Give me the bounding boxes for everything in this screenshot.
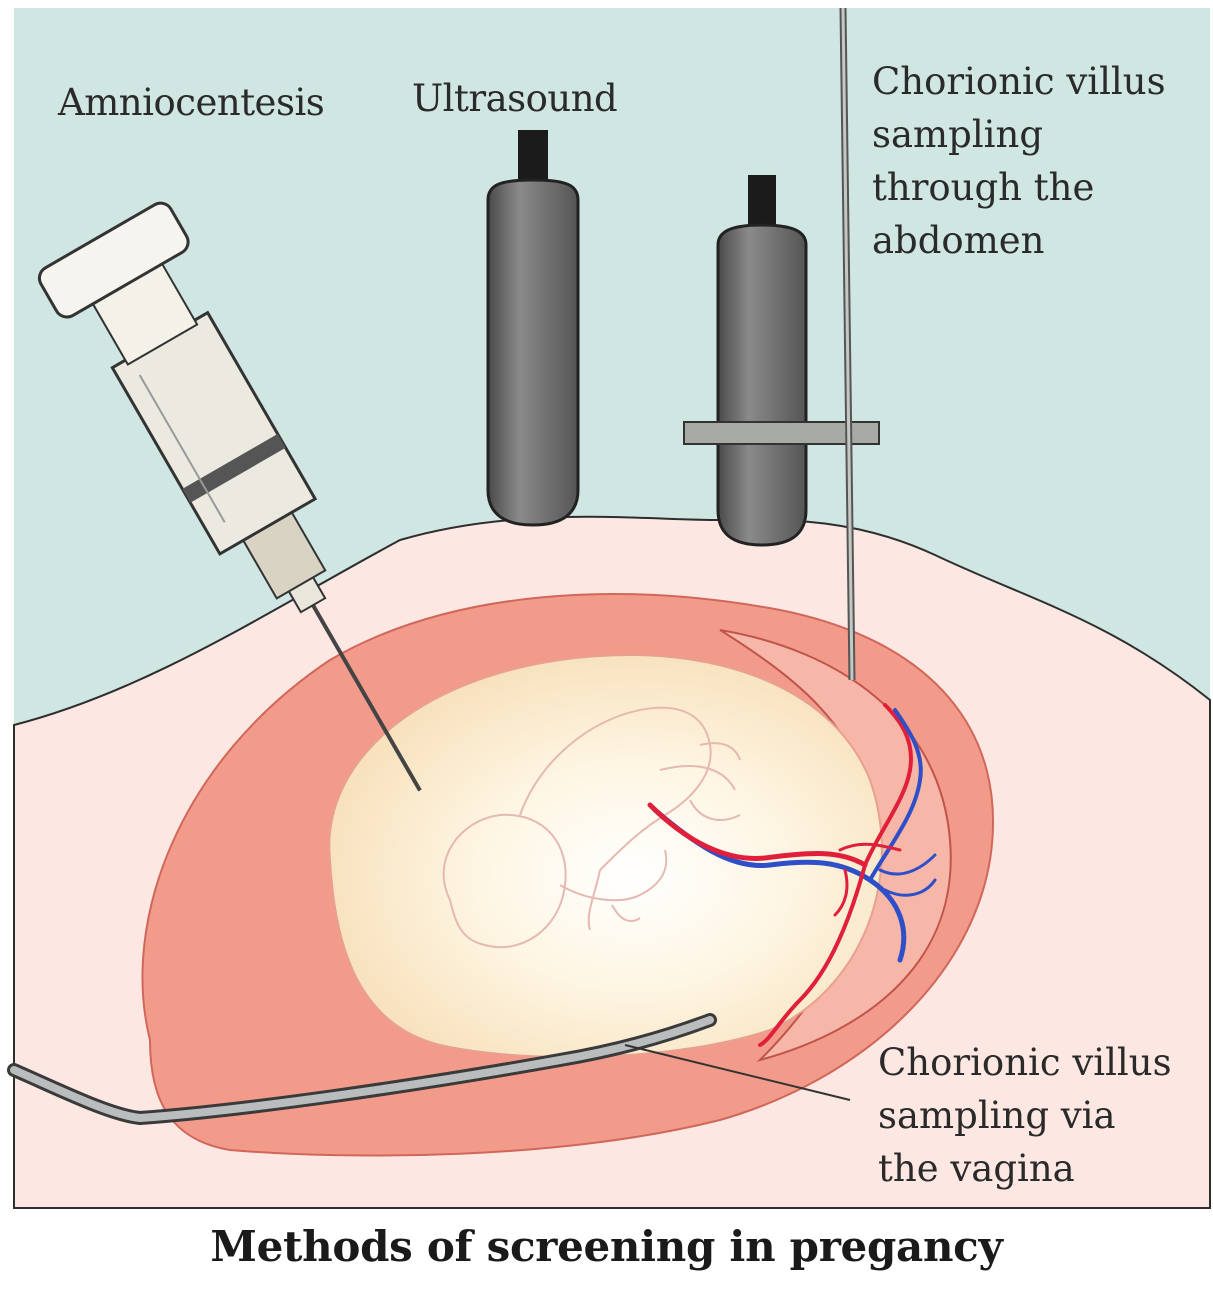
label-line: sampling via bbox=[878, 1089, 1172, 1142]
label-ultrasound: Ultrasound bbox=[412, 72, 617, 125]
label-line: Chorionic villus bbox=[872, 55, 1166, 108]
label-line: sampling bbox=[872, 108, 1166, 161]
label-cvs-vagina: Chorionic villus sampling via the vagina bbox=[878, 1036, 1172, 1195]
figure-caption: Methods of screening in pregancy bbox=[0, 1222, 1213, 1271]
label-cvs-abdomen: Chorionic villus sampling through the ab… bbox=[872, 55, 1166, 267]
label-line: Chorionic villus bbox=[878, 1036, 1172, 1089]
label-line: the vagina bbox=[878, 1142, 1172, 1195]
label-line: abdomen bbox=[872, 214, 1166, 267]
label-line: through the bbox=[872, 161, 1166, 214]
label-amniocentesis: Amniocentesis bbox=[58, 76, 324, 129]
ultrasound-probe bbox=[488, 130, 578, 525]
